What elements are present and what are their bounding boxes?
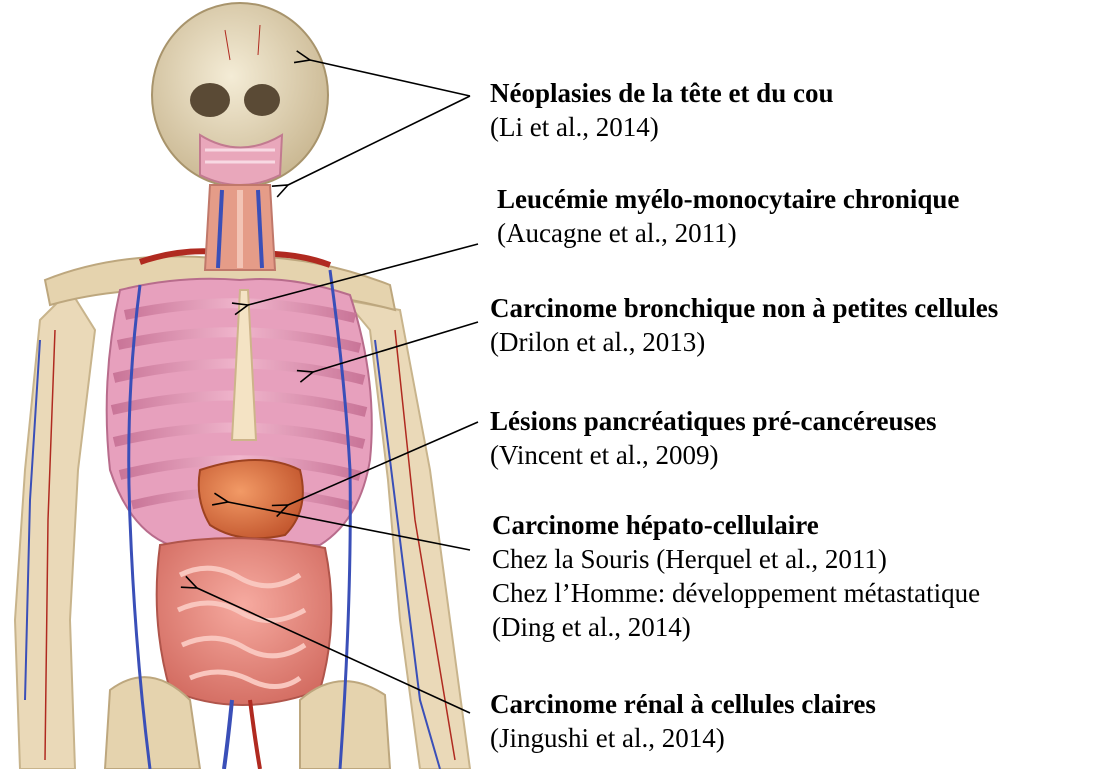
arrow-kidney — [197, 588, 470, 713]
arrow-leukemia — [248, 244, 478, 305]
annotation-liver: Carcinome hépato-cellulaire Chez la Sour… — [492, 508, 980, 644]
annotation-title: Carcinome rénal à cellules claires — [490, 687, 876, 721]
annotation-title: Leucémie myélo-monocytaire chronique — [497, 182, 959, 216]
annotation-lung-carcinoma: Carcinome bronchique non à petites cellu… — [490, 291, 998, 359]
annotation-reference: (Li et al., 2014) — [490, 110, 833, 144]
annotation-reference: (Jingushi et al., 2014) — [490, 721, 876, 755]
arrow-head-neck-upper — [310, 60, 470, 96]
arrow-head-neck-lower — [288, 96, 470, 185]
annotation-reference: (Ding et al., 2014) — [492, 610, 980, 644]
arrow-lung-carcinoma — [313, 322, 478, 372]
annotation-reference: (Drilon et al., 2013) — [490, 325, 998, 359]
annotation-title: Lésions pancréatiques pré-cancéreuses — [490, 404, 936, 438]
annotation-head-neck: Néoplasies de la tête et du cou (Li et a… — [490, 76, 833, 144]
arrow-liver — [228, 502, 470, 550]
annotation-line: Chez la Souris (Herquel et al., 2011) — [492, 542, 980, 576]
annotation-leukemia: Leucémie myélo-monocytaire chronique (Au… — [497, 182, 959, 250]
annotation-reference: (Vincent et al., 2009) — [490, 438, 936, 472]
arrow-pancreas — [288, 422, 478, 505]
annotation-title: Carcinome hépato-cellulaire — [492, 508, 980, 542]
annotation-pancreas: Lésions pancréatiques pré-cancéreuses (V… — [490, 404, 936, 472]
annotation-line: Chez l’Homme: développement métastatique — [492, 576, 980, 610]
annotation-title: Carcinome bronchique non à petites cellu… — [490, 291, 998, 325]
annotation-title: Néoplasies de la tête et du cou — [490, 76, 833, 110]
annotation-kidney: Carcinome rénal à cellules claires (Jing… — [490, 687, 876, 755]
annotation-reference: (Aucagne et al., 2011) — [497, 216, 959, 250]
